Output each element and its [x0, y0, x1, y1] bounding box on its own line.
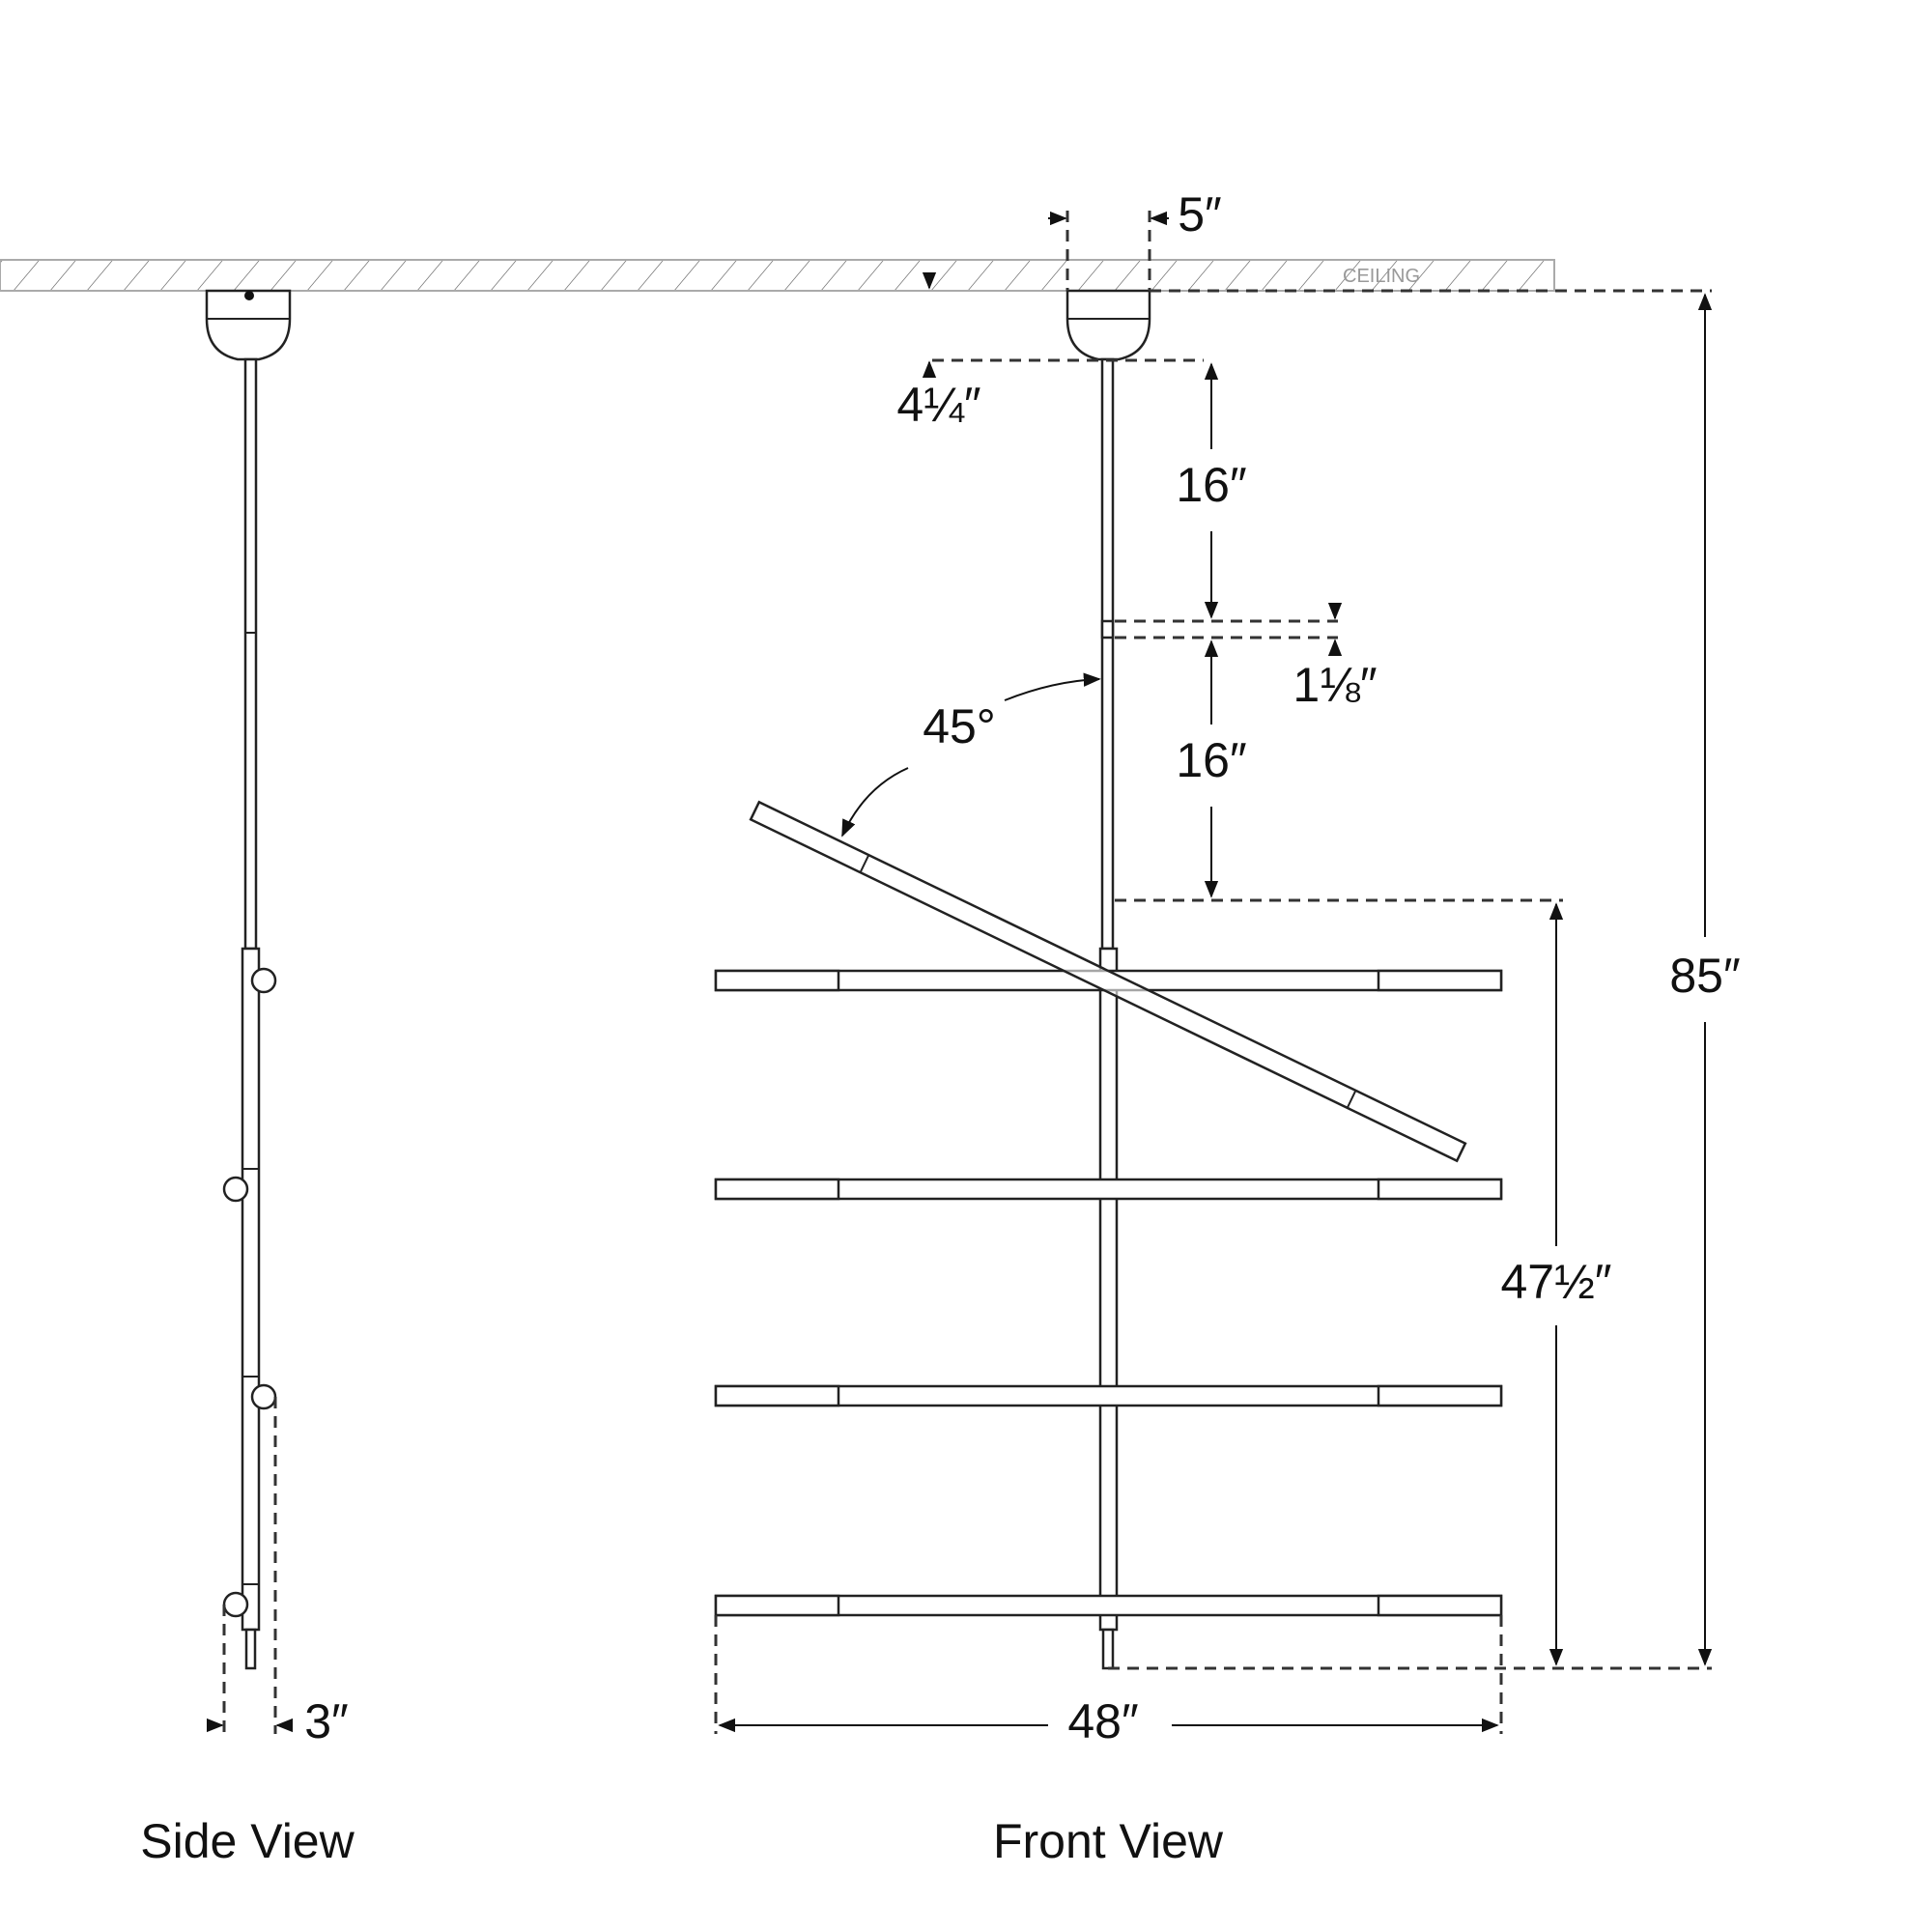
side-arm-end	[222, 1176, 249, 1203]
stem-coupler	[1100, 619, 1115, 639]
side-depth-dimension: 3″	[304, 1694, 349, 1748]
arm	[714, 969, 1503, 992]
front-body	[1098, 947, 1119, 1632]
side-view: 3″ Side View	[140, 289, 355, 1868]
front-canopy	[1065, 289, 1151, 361]
ceiling-label: CEILING	[1343, 266, 1420, 287]
side-body	[241, 947, 261, 1632]
arm	[714, 1384, 1503, 1407]
side-arm-end	[222, 1591, 249, 1618]
side-arm-end	[250, 1383, 277, 1410]
front-view-title: Front View	[993, 1814, 1224, 1868]
front-view: 5″ 4¼″ 16″ 1⅛″ 16″ 45° 47½″ 85″	[714, 187, 1741, 1868]
arm	[714, 1178, 1503, 1201]
side-arm-end	[250, 967, 277, 994]
arms	[714, 969, 1503, 1617]
overall-height-dimension: 85″	[1669, 949, 1740, 1003]
stem-segment-2-dimension: 16″	[1176, 733, 1246, 787]
tilted-arm	[749, 800, 1467, 1163]
side-view-title: Side View	[140, 1814, 355, 1868]
stem-segment-1-dimension: 16″	[1176, 458, 1246, 512]
width-dimension: 48″	[1067, 1694, 1138, 1748]
arm	[714, 1594, 1503, 1617]
ceiling: CEILING	[0, 259, 1555, 292]
body-height-dimension: 47½″	[1500, 1255, 1611, 1309]
canopy-width-dimension: 5″	[1178, 187, 1222, 242]
canopy-height-dimension: 4¼″	[896, 378, 980, 432]
side-stem	[243, 357, 258, 951]
front-stem	[1100, 357, 1115, 951]
coupler-dimension: 1⅛″	[1293, 658, 1377, 712]
tilt-angle-dimension: 45°	[923, 699, 996, 753]
side-canopy	[205, 289, 292, 361]
